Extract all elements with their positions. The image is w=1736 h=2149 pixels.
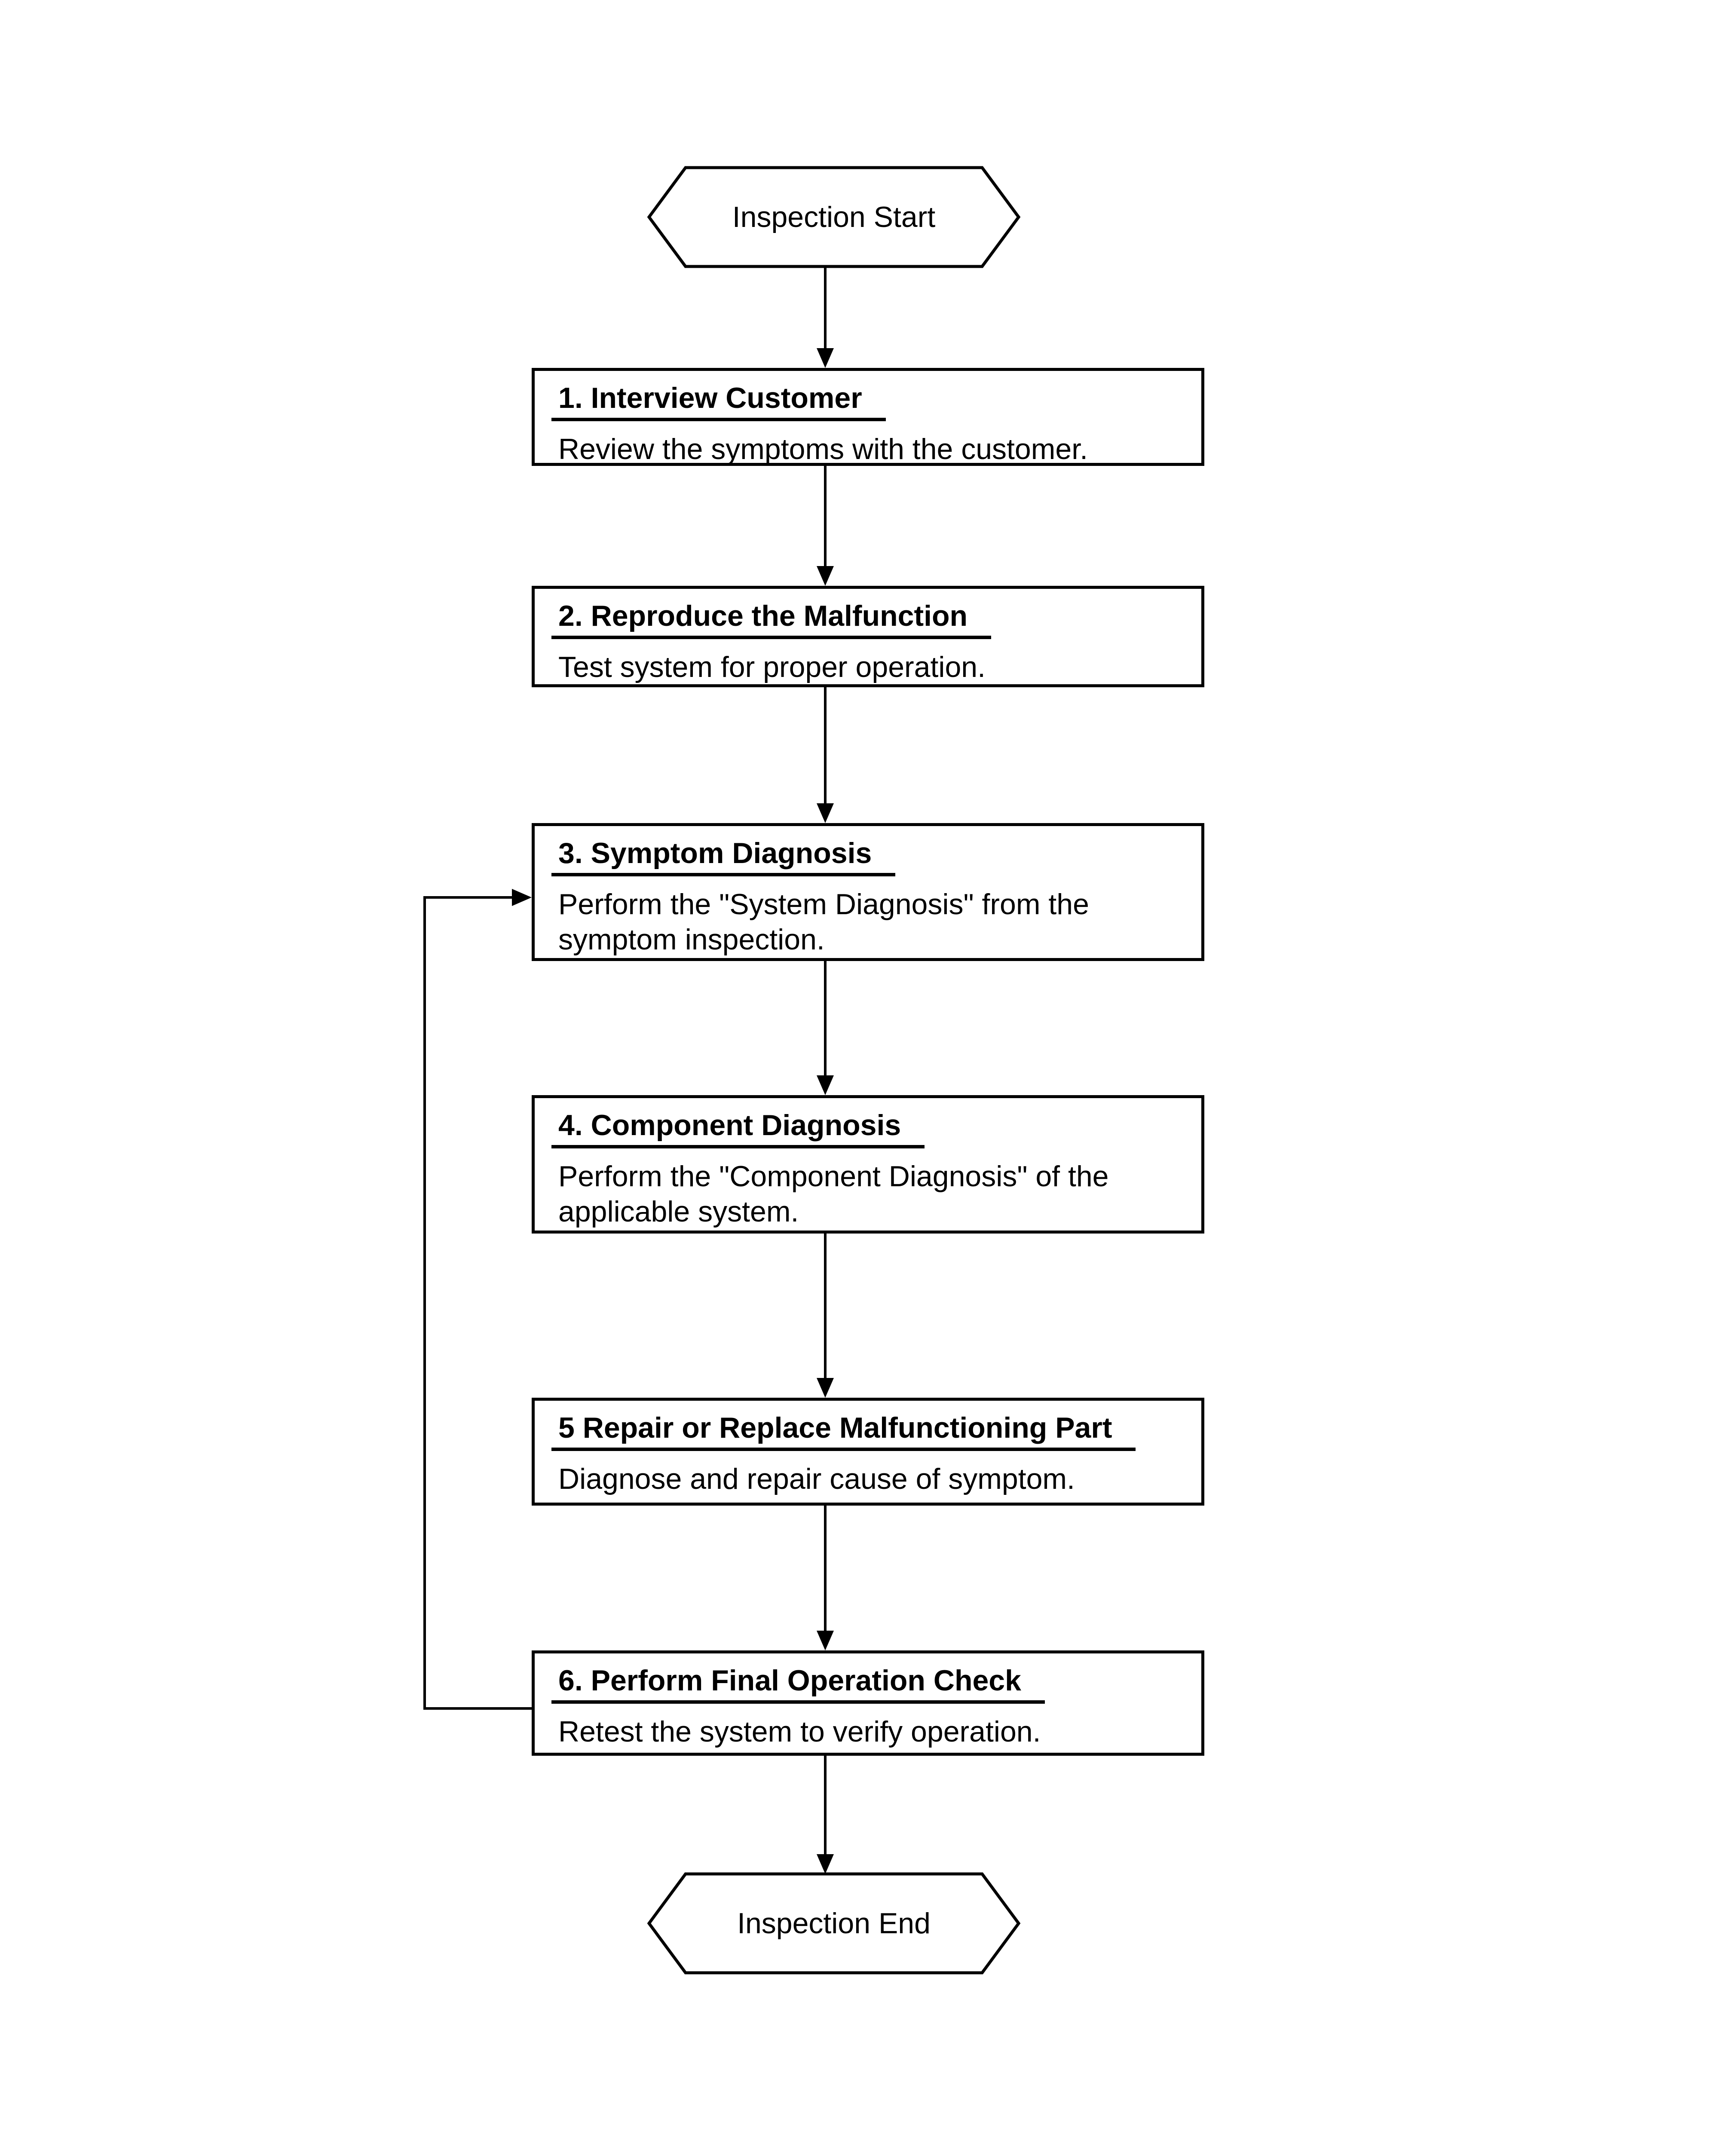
step-box-6: 6. Perform Final Operation Check Retest … (532, 1650, 1204, 1756)
step-2-title-text: 2. Reproduce the Malfunction (551, 600, 992, 640)
arrowhead-into-step-5 (817, 1378, 834, 1398)
step-4-title: 4. Component Diagnosis (551, 1110, 1189, 1149)
step-6-title: 6. Perform Final Operation Check (551, 1665, 1189, 1704)
step-1-description: Review the symptoms with the customer. (558, 433, 1088, 466)
step-6-description: Retest the system to verify operation. (558, 1715, 1041, 1748)
start-terminator-label: Inspection Start (732, 201, 936, 233)
step-1-title-text: 1. Interview Customer (551, 383, 886, 422)
step-box-1: 1. Interview Customer Review the symptom… (532, 368, 1204, 466)
step-box-5: 5 Repair or Replace Malfunctioning Part … (532, 1398, 1204, 1506)
step-box-4: 4. Component Diagnosis Perform the "Comp… (532, 1095, 1204, 1234)
arrowhead-into-step-3 (817, 803, 834, 823)
step-3-description: Perform the "System Diagnosis" from the … (558, 888, 1089, 956)
start-terminator-shape (647, 166, 1021, 268)
arrowhead-into-step-6 (817, 1631, 834, 1650)
feedback-arrowhead (512, 889, 532, 906)
step-2-description: Test system for proper operation. (558, 651, 986, 684)
step-box-3: 3. Symptom Diagnosis Perform the "System… (532, 823, 1204, 961)
step-2-title: 2. Reproduce the Malfunction (551, 600, 1189, 640)
end-terminator-label: Inspection End (737, 1907, 931, 1940)
step-6-title-text: 6. Perform Final Operation Check (551, 1665, 1045, 1704)
step-5-title-text: 5 Repair or Replace Malfunctioning Part (551, 1412, 1136, 1451)
step-5-title: 5 Repair or Replace Malfunctioning Part (551, 1412, 1189, 1451)
step-4-description: Perform the "Component Diagnosis" of the… (558, 1160, 1109, 1228)
step-5-description: Diagnose and repair cause of symptom. (558, 1463, 1075, 1496)
feedback-loop-line (423, 896, 532, 1710)
arrowhead-into-step-2 (817, 566, 834, 586)
step-3-title-text: 3. Symptom Diagnosis (551, 838, 896, 877)
step-4-title-text: 4. Component Diagnosis (551, 1110, 925, 1149)
step-box-2: 2. Reproduce the Malfunction Test system… (532, 586, 1204, 687)
arrowhead-into-end (817, 1854, 834, 1874)
step-1-title: 1. Interview Customer (551, 383, 1189, 422)
arrowhead-into-step-4 (817, 1075, 834, 1095)
step-3-title: 3. Symptom Diagnosis (551, 838, 1189, 877)
arrowhead-into-step-1 (817, 348, 834, 368)
end-terminator-shape (647, 1872, 1021, 1975)
